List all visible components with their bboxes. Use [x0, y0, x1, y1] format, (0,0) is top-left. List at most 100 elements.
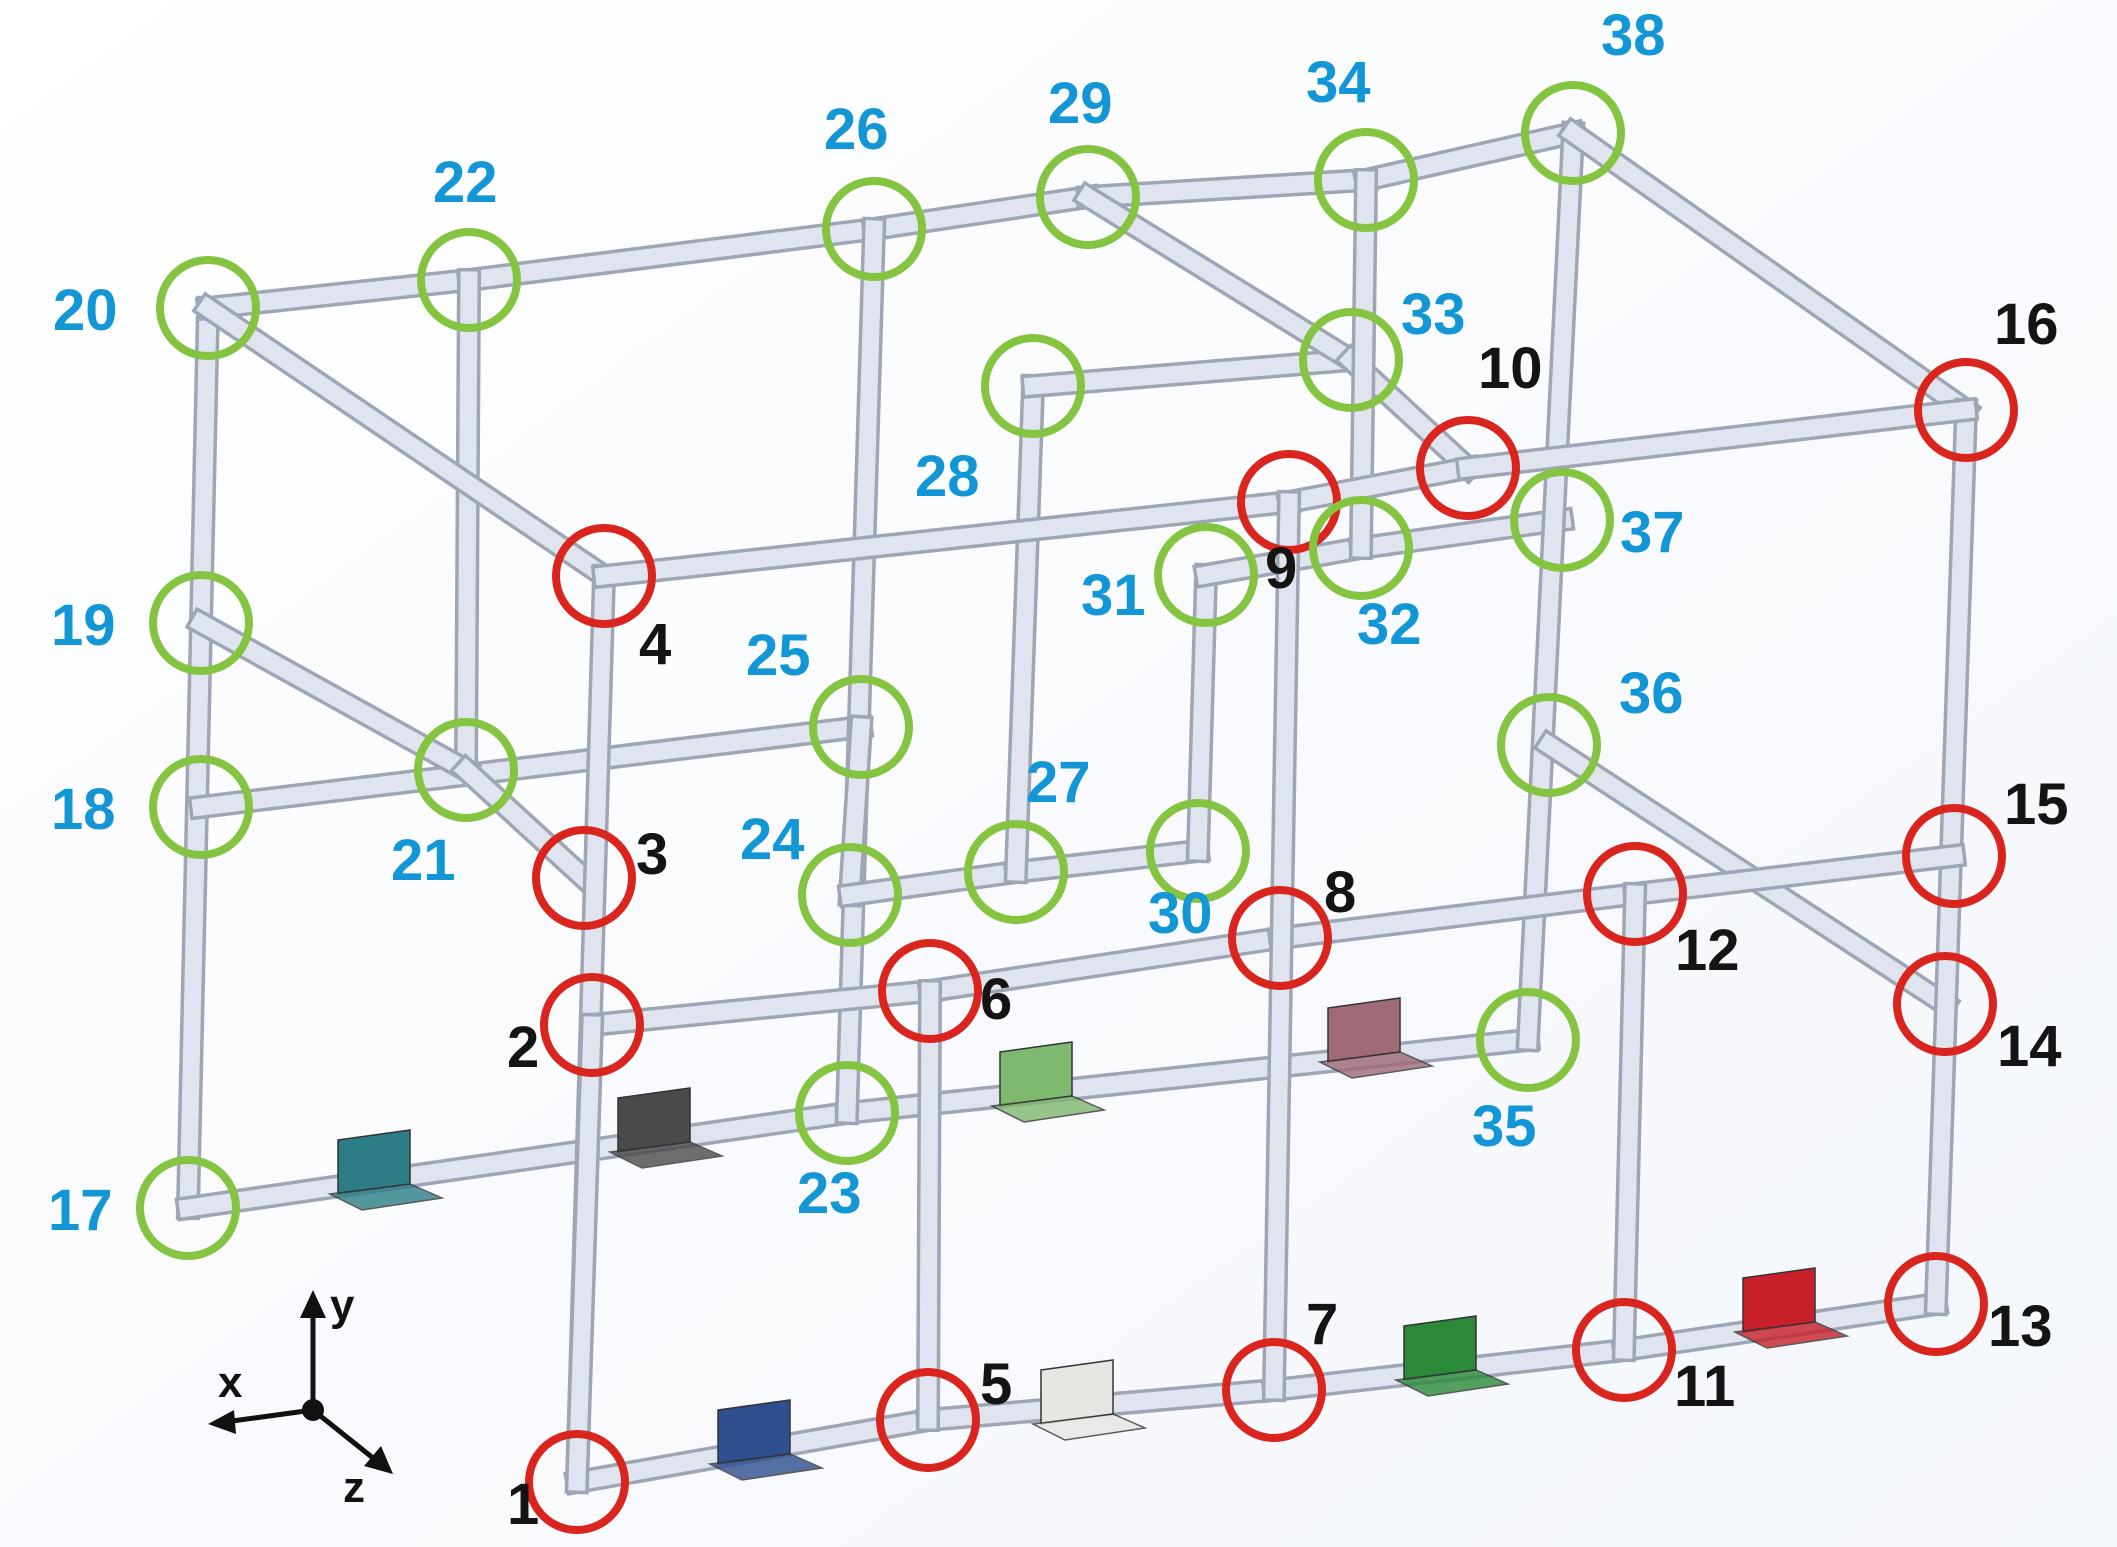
beam-20-22: [198, 270, 479, 318]
joint-label-29: 29: [1048, 71, 1113, 136]
beam-1-2: [568, 1016, 601, 1491]
green-joint-marker-29: [1036, 145, 1140, 249]
beam-38-16: [1561, 121, 1978, 422]
joint-label-9: 9: [1265, 536, 1297, 601]
joint-labels: 1234567891011121314151617181920212223242…: [48, 3, 2069, 1537]
mounting-bracket: [707, 1399, 825, 1481]
beam-17-23: [178, 1103, 857, 1218]
beam-30-31: [1189, 566, 1215, 860]
mounting-bracket: [1393, 1315, 1511, 1397]
joint-label-6: 6: [980, 967, 1012, 1032]
red-joint-marker-1: [525, 1430, 629, 1534]
green-joint-marker-27: [964, 820, 1068, 924]
red-joint-marker-10: [1416, 416, 1520, 520]
joint-label-13: 13: [1988, 1294, 2053, 1359]
z-axis-arrow: [311, 1408, 380, 1464]
beam-2-6: [582, 981, 940, 1035]
beam-22-26: [459, 219, 884, 290]
green-joint-marker-30: [1146, 799, 1250, 903]
mounting-bracket: [607, 1087, 725, 1169]
joint-label-12: 12: [1675, 918, 1740, 983]
x-axis-arrow: [224, 1407, 314, 1425]
green-joint-marker-38: [1521, 81, 1625, 185]
beam-32-37: [1351, 510, 1572, 558]
bracket-upright: [617, 1087, 691, 1153]
bracket-upright: [1327, 997, 1401, 1063]
beam-25-24: [840, 717, 871, 905]
green-joint-marker-32: [1309, 496, 1413, 600]
bracket-base: [1030, 1413, 1148, 1441]
mounting-bracket: [1317, 997, 1435, 1079]
joint-label-30: 30: [1148, 881, 1213, 946]
joint-label-35: 35: [1472, 1094, 1537, 1159]
joint-label-34: 34: [1306, 50, 1371, 115]
joint-label-15: 15: [2004, 772, 2069, 837]
bracket-base: [989, 1095, 1107, 1123]
beam-27-30: [1006, 841, 1208, 882]
bracket-upright: [1040, 1359, 1114, 1425]
joint-label-33: 33: [1401, 282, 1466, 347]
green-joint-marker-35: [1476, 988, 1580, 1092]
bracket-upright: [999, 1041, 1073, 1107]
beam-4-9: [594, 492, 1299, 586]
joint-label-16: 16: [1994, 292, 2059, 357]
joint-label-25: 25: [746, 623, 811, 688]
x-axis-label: x: [218, 1358, 243, 1407]
joint-label-22: 22: [433, 150, 498, 215]
red-joint-marker-7: [1222, 1338, 1326, 1442]
joint-label-21: 21: [391, 828, 456, 893]
beam-38-35: [1519, 124, 1582, 1049]
beam-22-21: [457, 271, 478, 779]
beam-28-27: [1007, 377, 1042, 881]
beam-34-38: [1355, 122, 1584, 191]
joint-label-18: 18: [51, 777, 116, 842]
red-joint-marker-16: [1914, 358, 2018, 462]
z-axis-arrowhead: [364, 1446, 393, 1474]
bracket-upright: [337, 1129, 411, 1195]
joint-label-27: 27: [1026, 750, 1091, 815]
green-joint-marker-17: [136, 1156, 240, 1260]
axis-triad: y x z: [208, 1281, 393, 1512]
beam-26-29: [864, 187, 1098, 239]
joint-label-4: 4: [639, 612, 671, 677]
bracket-base: [1732, 1321, 1850, 1349]
joint-label-36: 36: [1619, 661, 1684, 726]
green-joint-marker-33: [1299, 308, 1403, 412]
beam-6-5: [919, 982, 939, 1429]
red-joint-marker-11: [1572, 1298, 1676, 1402]
beam-21-3: [453, 757, 597, 891]
joint-label-20: 20: [53, 278, 118, 343]
joint-label-38: 38: [1601, 3, 1666, 68]
green-joint-marker-37: [1510, 468, 1614, 572]
green-joint-marker-34: [1314, 128, 1418, 232]
joint-label-26: 26: [824, 97, 889, 162]
green-joint-marker-22: [417, 228, 521, 332]
joint-label-31: 31: [1081, 563, 1146, 628]
joint-label-37: 37: [1620, 500, 1685, 565]
green-joint-marker-18: [149, 755, 253, 859]
green-joint-marker-21: [414, 718, 518, 822]
joint-label-8: 8: [1324, 860, 1356, 925]
mounting-bracket: [989, 1041, 1107, 1123]
red-joint-marker-2: [540, 973, 644, 1077]
red-joint-marker-5: [876, 1368, 980, 1472]
mounting-bracket: [1732, 1267, 1850, 1349]
beam-24-27: [840, 862, 1026, 905]
green-joint-marker-31: [1154, 523, 1258, 627]
green-joint-marker-36: [1497, 693, 1601, 797]
beam-8-12: [1270, 884, 1645, 948]
red-joint-marker-4: [552, 524, 656, 628]
bracket-base: [1393, 1369, 1511, 1397]
bracket-base: [707, 1453, 825, 1481]
beam-12-15: [1625, 846, 1964, 904]
beam-26-23: [838, 220, 883, 1122]
red-joint-marker-12: [1583, 842, 1687, 946]
bracket-upright: [717, 1399, 791, 1465]
joint-label-19: 19: [51, 593, 116, 658]
joint-label-1: 1: [507, 1472, 539, 1537]
green-joint-marker-23: [795, 1061, 899, 1165]
beam-20-4: [196, 296, 616, 588]
red-joint-marker-6: [878, 939, 982, 1043]
joint-label-28: 28: [915, 444, 980, 509]
